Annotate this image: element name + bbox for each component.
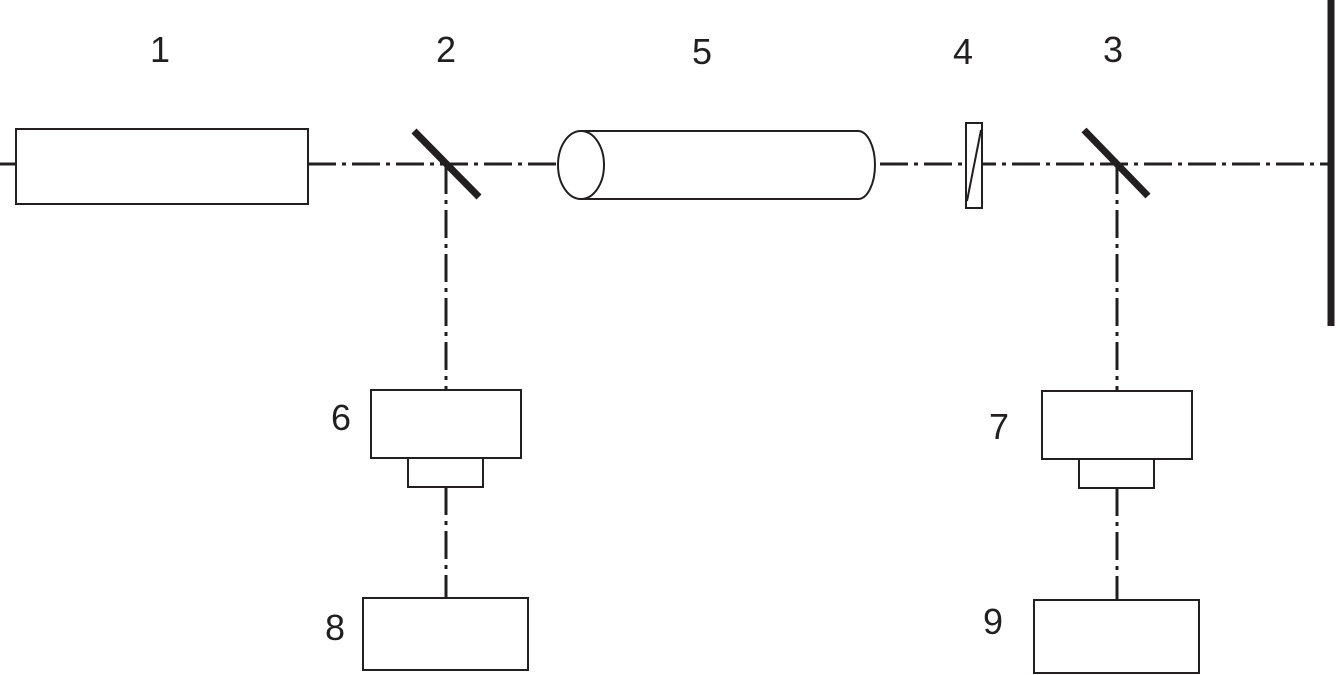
cylinder-5: [557, 130, 876, 200]
component-7-lens: [1078, 458, 1155, 489]
cylinder-5-end-face: [557, 130, 605, 200]
label-1: 1: [150, 29, 170, 70]
label-6: 6: [331, 397, 351, 438]
label-9: 9: [983, 601, 1003, 642]
label-7: 7: [989, 406, 1009, 447]
component-6-lens: [407, 457, 484, 488]
component-1-rect: [15, 128, 309, 205]
mirror-2: [411, 128, 482, 200]
mirror-3: [1081, 127, 1151, 199]
component-7-body: [1041, 390, 1193, 460]
component-6-body: [370, 389, 522, 459]
plate-4-slash: [966, 129, 982, 202]
label-5: 5: [692, 31, 712, 72]
label-2: 2: [436, 29, 456, 70]
label-4: 4: [953, 31, 973, 72]
label-3: 3: [1103, 29, 1123, 70]
plate-4: [965, 122, 983, 209]
cylinder-5-body: [580, 130, 876, 200]
component-7: [1041, 390, 1193, 489]
component-6: [370, 389, 522, 488]
component-9-rect: [1033, 599, 1200, 674]
label-8: 8: [325, 607, 345, 648]
component-8-rect: [362, 597, 529, 671]
